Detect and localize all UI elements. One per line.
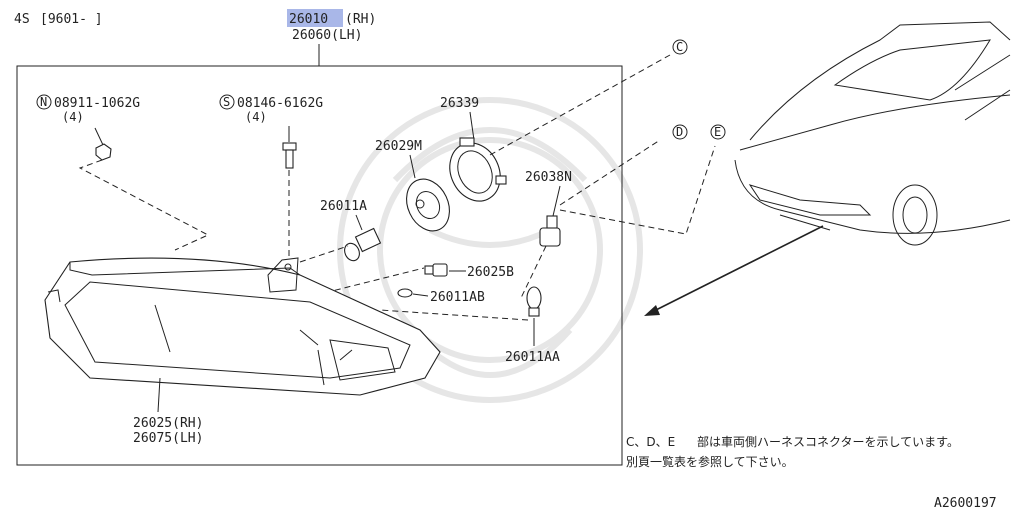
connector-e-icon [710,124,726,140]
connector-c-icon [672,39,688,55]
nut-symbol-letter: N [40,95,47,109]
part-26011a[interactable]: 26011A [320,199,367,214]
part-26029m[interactable]: 26029M [375,139,422,154]
housing-part-lh[interactable]: 26075(LH) [133,431,203,446]
arrow-icon [651,225,824,313]
main-part-lh[interactable]: 26060(LH) [292,28,362,43]
bolt-part-number[interactable]: 08146-6162G [237,96,323,111]
bolt-symbol-letter: S [223,95,230,109]
watermark-emblem [337,97,643,403]
small-socket-icon [424,263,448,277]
part-26339[interactable]: 26339 [440,96,479,111]
retainer-ring-icon [449,137,507,202]
dust-cover-icon [406,178,450,232]
wedge-bulb-icon [526,286,542,317]
bolt-icon [282,142,297,169]
figure-id: A2600197 [934,496,997,511]
date-range: [9601- ] [40,12,103,27]
connector-d: D [676,125,683,139]
note-line2: 別頁一覧表を参照して下さい。 [626,454,794,469]
arrow-head [644,305,660,316]
bolt-qty: (4) [245,110,267,124]
part-26038n[interactable]: 26038N [525,170,572,185]
part-26025b[interactable]: 26025B [467,265,514,280]
part-26011ab[interactable]: 26011AB [430,290,485,305]
note-line1: 部は車両側ハーネスコネクターを示しています。 [697,434,959,449]
part-highlight [287,9,343,27]
headlamp-icon [44,257,441,396]
main-part-rh-suffix: (RH) [345,12,376,27]
main-part-rh[interactable]: 26010 [289,12,328,27]
connector-e: E [714,125,721,139]
note-prefix: C、D、E [626,435,675,449]
connector-c: C [676,40,683,54]
car-icon [734,21,1011,246]
bolt-symbol-icon [219,94,235,110]
bulb-icon [344,227,382,262]
series-code: 4S [14,12,30,27]
assembly-frame [16,65,623,466]
connector-d-icon [672,124,688,140]
small-bulb-icon [397,288,413,298]
part-26011aa[interactable]: 26011AA [505,350,560,365]
nut-symbol-icon [36,94,52,110]
nut-part-number[interactable]: 08911-1062G [54,96,140,111]
nut-qty: (4) [62,110,84,124]
housing-part-rh[interactable]: 26025(RH) [133,416,203,431]
socket-icon [539,215,561,247]
nut-icon [95,143,112,161]
